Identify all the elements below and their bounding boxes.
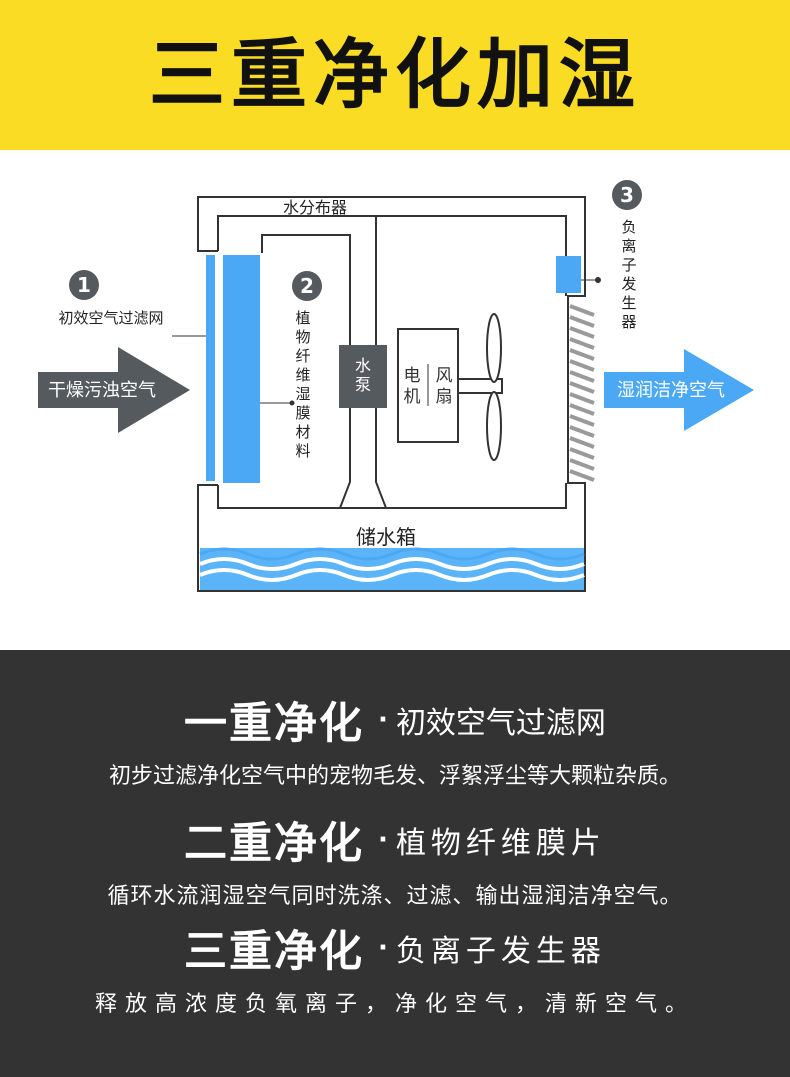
stage-3-desc: 释放高浓度负氧离子，净化空气，清新空气。 [94, 992, 695, 1017]
housing-outline [197, 196, 586, 592]
water-distributor-label: 水分布器 [283, 198, 347, 217]
fiber-char-8: 料 [295, 442, 310, 460]
anion-generator-block [556, 256, 581, 293]
fan-label-2: 扇 [436, 387, 453, 407]
motor-label-1: 电 [404, 366, 421, 386]
stage-1-dot: · [378, 705, 388, 735]
water-pump-label-1: 水 [355, 356, 371, 375]
grille-slat [569, 469, 595, 482]
water-pipe [261, 234, 351, 345]
diagram-svg: 水 泵 电 机 风 扇 储水箱 水分布器 1 初效空气过滤网 [38, 180, 754, 592]
grille-slat [569, 414, 595, 427]
water-wave-1 [199, 557, 585, 571]
motor-box [397, 328, 459, 443]
outlet-grille [569, 304, 595, 482]
fan-blade-top [486, 313, 502, 383]
grille-slat [569, 458, 595, 471]
badge-1-number: 1 [77, 273, 91, 297]
water-tank-label: 储水箱 [356, 525, 416, 549]
dry-air-label: 干燥污浊空气 [48, 380, 156, 401]
anion-char-1: 负 [621, 218, 636, 236]
grille-slat [569, 370, 595, 383]
humidifier-diagram: 水 泵 电 机 风 扇 储水箱 水分布器 1 初效空气过滤网 [0, 150, 790, 650]
fan-blade-bottom [486, 391, 502, 461]
grille-slat [569, 425, 595, 438]
stage-2-desc: 循环水流润湿空气同时洗涤、过滤、输出湿润洁净空气。 [107, 884, 683, 909]
stage-3-dot: · [378, 933, 388, 963]
page-title: 三重净化加湿 [149, 30, 641, 119]
inner-chamber-bottom [217, 483, 567, 509]
purification-stages: 一重净化 · 初效空气过滤网 初步过滤净化空气中的宠物毛发、浮絮浮尘等大颗粒杂质… [0, 650, 790, 1077]
grille-slat [569, 403, 595, 416]
anion-char-5: 生 [621, 294, 636, 312]
stage-3-title: 三重净化 [184, 927, 365, 977]
badge-2-number: 2 [300, 274, 314, 298]
badge-1 [69, 270, 99, 300]
grille-slat [569, 447, 595, 460]
clean-air-arrow [604, 349, 754, 431]
fan-shaft [457, 378, 503, 394]
pump-funnel-right [375, 408, 387, 509]
grille-slat [569, 381, 595, 394]
stage-2-name: 植物纤维膜片 [395, 826, 606, 861]
header-banner: 三重净化加湿 [0, 0, 790, 150]
grille-slat [569, 326, 595, 339]
water-wave-top [199, 547, 585, 561]
fiber-char-6: 膜 [295, 404, 310, 422]
grille-slat [569, 359, 595, 372]
fiber-char-1: 植 [295, 309, 310, 327]
water-pump-label-2: 泵 [355, 375, 371, 394]
grille-slat [569, 304, 595, 317]
stage-3: 三重净化 · 负离子发生器 释放高浓度负氧离子，净化空气，清新空气。 [0, 918, 790, 1018]
primary-filter-bar [206, 255, 215, 481]
stage-1-title: 一重净化 [184, 699, 365, 749]
anion-char-6: 器 [621, 313, 636, 331]
grille-slat [569, 337, 595, 350]
fan-label-1: 风 [436, 366, 453, 386]
stage-2-title: 二重净化 [184, 819, 365, 869]
primary-filter-label: 初效空气过滤网 [58, 309, 163, 327]
anion-char-3: 子 [621, 256, 636, 274]
fiber-char-7: 材 [295, 423, 310, 441]
fiber-membrane-block [223, 255, 260, 483]
anion-char-2: 离 [621, 237, 636, 255]
badge-2 [292, 271, 322, 301]
grille-slat [569, 348, 595, 361]
anion-char-4: 发 [621, 275, 636, 293]
grille-slat [569, 436, 595, 449]
fiber-material-label: 植 物 纤 维 湿 膜 材 料 [295, 309, 310, 460]
stage-2: 二重净化 · 植物纤维膜片 循环水流润湿空气同时洗涤、过滤、输出湿润洁净空气。 [0, 810, 790, 910]
grille-slat [569, 315, 595, 328]
motor-label-2: 机 [404, 387, 421, 407]
fiber-char-5: 湿 [295, 385, 310, 403]
fiber-char-2: 物 [295, 328, 310, 346]
pump-funnel [339, 408, 351, 509]
stage-3-name: 负离子发生器 [395, 934, 606, 969]
anion-generator-label: 负 离 子 发 生 器 [621, 218, 636, 331]
badge-3 [612, 180, 642, 210]
stage-1-name: 初效空气过滤网 [395, 706, 606, 741]
stage-1: 一重净化 · 初效空气过滤网 初步过滤净化空气中的宠物毛发、浮絮浮尘等大颗粒杂质… [0, 690, 790, 790]
fiber-leader-dot [289, 400, 295, 406]
inner-chamber [217, 215, 567, 296]
dry-air-arrow [38, 347, 190, 433]
anion-leader-dot [595, 277, 601, 283]
stage-1-desc: 初步过滤净化空气中的宠物毛发、浮絮浮尘等大颗粒杂质。 [108, 764, 681, 789]
water-pump-box [339, 345, 387, 408]
grille-slat [569, 392, 595, 405]
water-wave-2 [199, 568, 585, 582]
clean-air-label: 湿润洁净空气 [617, 380, 725, 401]
badge-3-number: 3 [620, 183, 634, 207]
fiber-char-4: 维 [295, 366, 310, 384]
fiber-char-3: 纤 [295, 347, 310, 365]
stage-2-dot: · [378, 825, 388, 855]
